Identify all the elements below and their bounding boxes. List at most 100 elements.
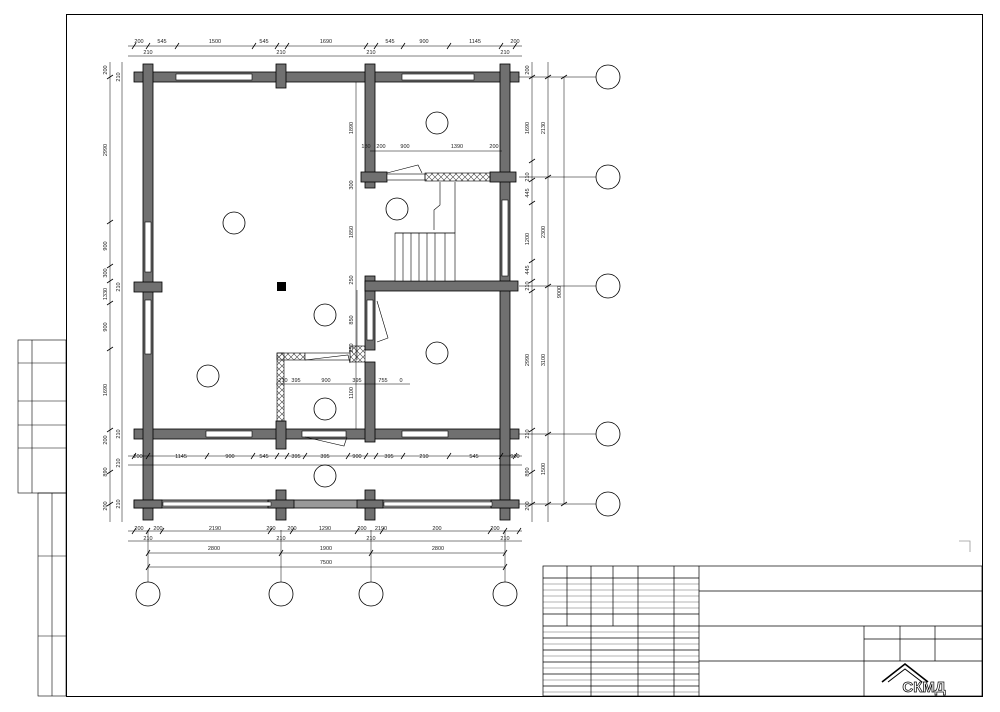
dimension-label: 210 bbox=[278, 378, 287, 384]
dimension-label: 210 bbox=[276, 536, 285, 542]
dimension-label: 545 bbox=[259, 454, 268, 460]
dimension-label: 200 bbox=[432, 526, 441, 532]
dimension-label: 900 bbox=[400, 144, 409, 150]
dimension-label: 210 bbox=[116, 282, 122, 291]
dimension-label: 395 bbox=[352, 378, 361, 384]
dimension-label: 7500 bbox=[320, 560, 332, 566]
dimension-label: 1200 bbox=[525, 233, 531, 245]
dimension-label: 200 bbox=[490, 526, 499, 532]
dimension-label: 200 bbox=[103, 65, 109, 74]
dimension-label: 900 bbox=[352, 454, 361, 460]
dimension-label: 200 bbox=[287, 526, 296, 532]
title-block-fine-lines bbox=[543, 583, 699, 693]
corner-mark bbox=[959, 540, 971, 552]
dimension-label: 2800 bbox=[432, 546, 444, 552]
dimension-label: 1850 bbox=[349, 226, 355, 238]
dimension-label: 0 bbox=[399, 378, 402, 384]
dimension-label: 200 bbox=[489, 144, 498, 150]
dimension-label: 1500 bbox=[541, 463, 547, 475]
dimension-label: 445 bbox=[525, 265, 531, 274]
dimension-label: 200 bbox=[525, 65, 531, 74]
dimension-label: 210 bbox=[116, 458, 122, 467]
dimension-label: 200 bbox=[153, 526, 162, 532]
dimension-label: 890 bbox=[525, 467, 531, 476]
dimension-label: 2300 bbox=[541, 226, 547, 238]
dimension-label: 1100 bbox=[349, 387, 355, 399]
dimension-label: 1690 bbox=[103, 384, 109, 396]
dimension-label: 300 bbox=[349, 180, 355, 189]
dimension-label: 300 bbox=[103, 268, 109, 277]
dimension-label: 210 bbox=[500, 50, 509, 56]
roof-icon bbox=[881, 662, 929, 683]
dimension-label: 850 bbox=[349, 315, 355, 324]
dimension-label: 755 bbox=[378, 378, 387, 384]
company-logo: СКМД bbox=[881, 662, 946, 696]
dimension-label: 545 bbox=[157, 39, 166, 45]
dimension-label: 2800 bbox=[208, 546, 220, 552]
dimension-label: 210 bbox=[525, 172, 531, 181]
dimension-label: 210 bbox=[419, 454, 428, 460]
dimension-label: 2190 bbox=[375, 526, 387, 532]
dimension-label: 1900 bbox=[320, 546, 332, 552]
dimension-label: 395 bbox=[320, 454, 329, 460]
dimension-label: 3100 bbox=[541, 354, 547, 366]
dimension-label: 250 bbox=[349, 343, 355, 352]
dimension-label: 395 bbox=[291, 454, 300, 460]
title-block bbox=[542, 565, 983, 697]
dimension-label: 2190 bbox=[209, 526, 221, 532]
hatched-partitions bbox=[276, 172, 491, 422]
dimension-label: 1690 bbox=[525, 122, 531, 134]
staircase bbox=[394, 182, 456, 282]
dimension-label: 545 bbox=[385, 39, 394, 45]
dimension-label: 210 bbox=[116, 72, 122, 81]
dimension-label: 1890 bbox=[349, 122, 355, 134]
dimension-lines bbox=[109, 45, 565, 568]
dimension-label: 200 bbox=[266, 526, 275, 532]
dimension-label: 900 bbox=[510, 454, 519, 460]
dimension-label: 250 bbox=[349, 275, 355, 284]
dimension-label: 900 bbox=[321, 378, 330, 384]
dimension-label: 1500 bbox=[209, 39, 221, 45]
dimension-label: 2990 bbox=[525, 354, 531, 366]
dimension-label: 9000 bbox=[557, 286, 563, 298]
dimension-label: 1145 bbox=[469, 39, 481, 45]
dimension-label: 210 bbox=[143, 50, 152, 56]
dimension-label: 1290 bbox=[319, 526, 331, 532]
dimension-label: 210 bbox=[116, 499, 122, 508]
dimension-label: 200 bbox=[134, 526, 143, 532]
dimension-label: 200 bbox=[510, 39, 519, 45]
dimension-label: 890 bbox=[103, 467, 109, 476]
dimension-label: 200 bbox=[376, 144, 385, 150]
dimension-label: 210 bbox=[525, 281, 531, 290]
dimension-label: 210 bbox=[366, 536, 375, 542]
door-swings bbox=[304, 164, 423, 447]
logo-text: СКМД bbox=[902, 679, 945, 696]
dimension-ticks bbox=[106, 42, 568, 571]
room-markers bbox=[196, 111, 449, 488]
sheet-frame bbox=[66, 14, 983, 697]
dimension-label: 900 bbox=[103, 322, 109, 331]
dimension-label: 395 bbox=[291, 378, 300, 384]
dimension-label: 210 bbox=[143, 536, 152, 542]
dimension-label: 545 bbox=[259, 39, 268, 45]
dimension-label: 1330 bbox=[103, 288, 109, 300]
dimension-label: 1145 bbox=[175, 454, 187, 460]
floor-plan: 2005451500545169054590011452002102102102… bbox=[103, 39, 621, 607]
column bbox=[277, 282, 286, 291]
dimension-label: 210 bbox=[366, 50, 375, 56]
dimension-label: 2990 bbox=[103, 144, 109, 156]
dimension-label: 2130 bbox=[541, 122, 547, 134]
dimension-label: 200 bbox=[103, 501, 109, 510]
dimension-label: 210 bbox=[116, 429, 122, 438]
dimension-label: 200 bbox=[525, 501, 531, 510]
dimension-label: 180 bbox=[361, 144, 370, 150]
left-stamp-table bbox=[17, 339, 67, 697]
dimension-label: 200 bbox=[134, 39, 143, 45]
dimension-label: 210 bbox=[500, 536, 509, 542]
dimension-label: 900 bbox=[103, 241, 109, 250]
dimension-label: 200 bbox=[103, 435, 109, 444]
dimension-label: 210 bbox=[525, 429, 531, 438]
dimension-label: 1390 bbox=[451, 144, 463, 150]
axis-bubbles bbox=[135, 64, 621, 607]
